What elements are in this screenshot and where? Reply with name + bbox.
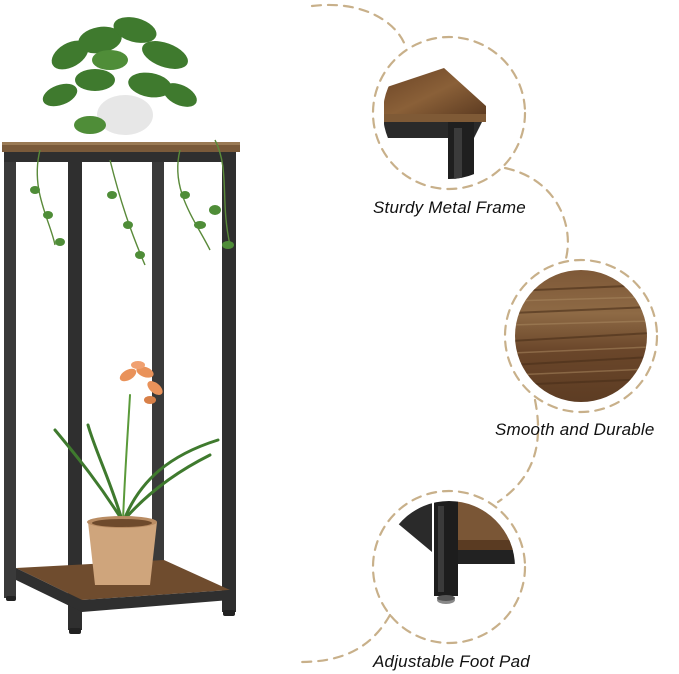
- adjustable-foot-pad-detail-icon: [396, 501, 515, 604]
- back-leg: [152, 150, 164, 590]
- wood-grain-surface-detail-icon: [515, 270, 647, 402]
- feature-label-smooth-and-durable: Smooth and Durable: [495, 420, 655, 439]
- plant-stand-illustration: [2, 17, 240, 634]
- feature-label-sturdy-metal-frame: Sturdy Metal Frame: [373, 198, 526, 217]
- metal-frame-corner-detail-icon: [384, 68, 486, 179]
- feature-label-adjustable-foot-pad: Adjustable Foot Pad: [373, 652, 530, 671]
